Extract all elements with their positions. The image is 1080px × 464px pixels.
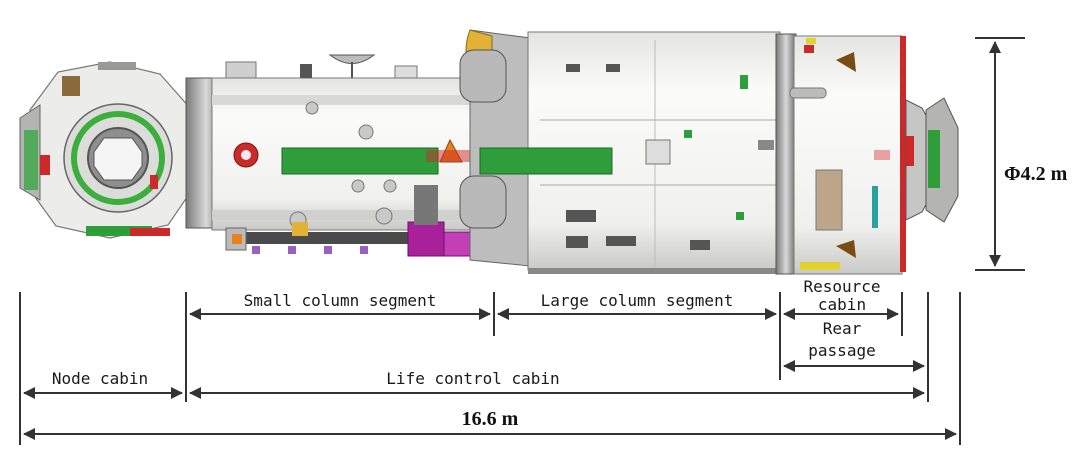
node-cabin-label: Node cabin — [52, 369, 148, 388]
resource-cabin-label-line1: Resource — [803, 277, 880, 296]
life-control-label: Life control cabin — [386, 369, 559, 388]
rear-passage-label-line1: Rear — [823, 319, 862, 338]
space-station-illustration — [19, 29, 959, 275]
dimension-labels: Φ4.2 m Small column segment Large column… — [52, 163, 1068, 430]
resource-cabin-module — [775, 33, 906, 275]
small-column-label: Small column segment — [244, 291, 437, 310]
rear-passage-label-line2: passage — [808, 341, 875, 360]
resource-cabin-label-line2: cabin — [818, 295, 866, 314]
diameter-label: Φ4.2 m — [1004, 163, 1068, 185]
rear-passage-module — [905, 97, 959, 223]
small-column-module — [185, 54, 501, 257]
node-cabin-module — [19, 61, 193, 239]
large-column-module — [459, 29, 781, 274]
large-column-label: Large column segment — [541, 291, 734, 310]
total-length-label: 16.6 m — [462, 408, 519, 430]
dimension-annotations — [19, 37, 1025, 445]
